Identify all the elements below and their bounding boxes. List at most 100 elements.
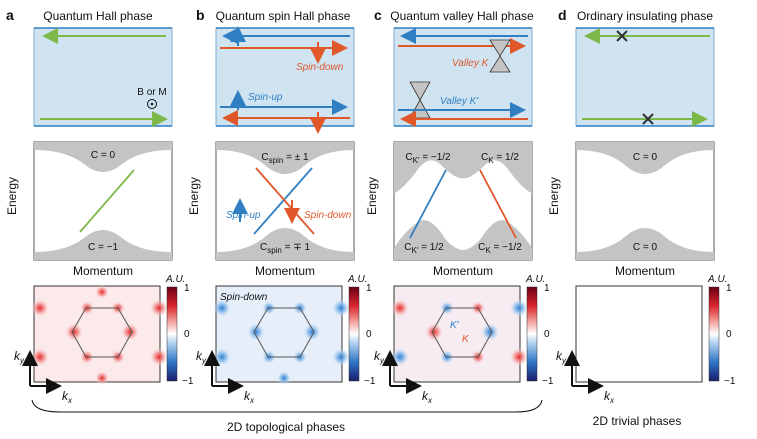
panel-a-letter: a: [6, 7, 14, 23]
map-kprime-label: K′: [450, 320, 460, 331]
panel-d-letter: d: [558, 7, 567, 23]
blocked-cross-icon: [616, 30, 628, 42]
svg-text:1: 1: [726, 283, 732, 294]
energy-axis-label: Energy: [547, 177, 561, 215]
svg-text:0: 0: [366, 329, 372, 340]
panel-d-edge-schematic: [575, 27, 715, 127]
spin-up-label: Spin-up: [248, 92, 283, 103]
svg-text:A.U.: A.U.: [347, 274, 367, 285]
valley-kprime-edge-state: [409, 169, 447, 239]
chern-bottom-label: C = 0: [633, 242, 658, 253]
svg-text:1: 1: [544, 283, 550, 294]
panel-a-edge-schematic: [33, 27, 173, 127]
k-axes-c: ky kx: [374, 349, 433, 405]
topological-phases-label: 2D topological phases: [227, 420, 345, 434]
colorbar-unit: A.U.: [165, 274, 185, 285]
svg-text:−1: −1: [364, 376, 376, 387]
ky-label: ky: [14, 349, 25, 365]
valence-band: [34, 230, 172, 260]
mid-spin-up-label: Spin-up: [226, 210, 261, 221]
trivial-phases-label: 2D trivial phases: [593, 414, 682, 428]
spin-up-edge-state: [253, 167, 313, 235]
panel-c: c Quantum valley Hall phase Valley K Val…: [365, 7, 554, 405]
panel-c-band-diagram: [393, 141, 533, 261]
momentum-axis-label: Momentum: [255, 264, 315, 278]
colorbar-max: 1: [184, 283, 190, 294]
blocked-cross-icon: [642, 113, 654, 125]
panel-a-band-diagram: [33, 141, 173, 261]
momentum-axis-label: Momentum: [615, 264, 675, 278]
k-axes-d: ky kx: [556, 349, 615, 405]
valley-k-label: Valley K: [452, 58, 490, 69]
valley-k-edge-state: [479, 169, 517, 239]
valence-band: [394, 220, 532, 260]
valley-kprime-label: Valley K′: [440, 96, 479, 107]
conduction-band: [394, 142, 532, 194]
brillouin-zone-hexagon: [71, 307, 133, 358]
spin-down-label: Spin-down: [296, 62, 344, 73]
svg-text:A.U.: A.U.: [525, 274, 545, 285]
panel-c-berry-map: K′ K: [391, 285, 528, 383]
kx-label: kx: [62, 389, 73, 405]
svg-text:0: 0: [544, 329, 550, 340]
panel-a: a Quantum Hall phase B or M C = 0 C = −1…: [5, 7, 194, 405]
panel-b-edge-schematic: [215, 27, 355, 127]
chern-k-top: CK = 1/2: [481, 152, 519, 165]
colorbar-a: A.U. 1 0 −1: [165, 274, 194, 387]
colorbar-c: A.U. 1 0 −1: [525, 274, 554, 387]
chiral-edge-state: [79, 169, 135, 233]
conduction-band: [34, 142, 172, 172]
energy-axis-label: Energy: [5, 177, 19, 215]
panel-b-berry-map: Spin-down: [213, 285, 350, 385]
spin-chern-bottom: Cspin = ∓ 1: [260, 242, 310, 255]
svg-text:ky: ky: [196, 349, 207, 365]
svg-text:ky: ky: [556, 349, 567, 365]
chern-k-bottom: CK = −1/2: [478, 242, 522, 255]
svg-text:kx: kx: [604, 389, 615, 405]
k-axes-a: ky kx: [14, 349, 73, 405]
svg-text:kx: kx: [422, 389, 433, 405]
svg-text:0: 0: [726, 329, 732, 340]
panel-a-title: Quantum Hall phase: [43, 9, 153, 23]
colorbar-d: A.U. 1 0 −1: [707, 274, 736, 387]
panel-c-title: Quantum valley Hall phase: [390, 9, 534, 23]
chern-top-label: C = 0: [633, 152, 658, 163]
chern-top-label: C = 0: [91, 150, 116, 161]
panel-b: b Quantum spin Hall phase Spin-down Spin…: [187, 7, 376, 405]
chern-kprime-top: CK′ = −1/2: [405, 152, 451, 165]
colorbar-min: −1: [182, 376, 194, 387]
map-k-label: K: [462, 334, 470, 345]
svg-text:−1: −1: [542, 376, 554, 387]
valley-k-cone-icon: [489, 39, 511, 73]
map-spin-down-label: Spin-down: [220, 292, 268, 303]
panel-b-band-diagram: [215, 141, 355, 261]
momentum-axis-label: Momentum: [433, 264, 493, 278]
svg-text:kx: kx: [244, 389, 255, 405]
panel-b-letter: b: [196, 7, 205, 23]
panel-d-title: Ordinary insulating phase: [577, 9, 713, 23]
panel-d-berry-map: [575, 285, 703, 383]
panel-c-letter: c: [374, 7, 382, 23]
b-or-m-label: B or M: [137, 87, 166, 98]
topological-brace: [31, 399, 543, 413]
energy-axis-label: Energy: [365, 177, 379, 215]
colorbar-b: A.U. 1 0 −1: [347, 274, 376, 387]
chern-kprime-bottom: CK′ = 1/2: [404, 242, 444, 255]
svg-text:−1: −1: [724, 376, 736, 387]
mid-spin-down-label: Spin-down: [304, 210, 352, 221]
spin-chern-top: Cspin = ± 1: [261, 152, 309, 165]
panel-d: d Ordinary insulating phase C = 0 C = 0 …: [547, 7, 736, 405]
panel-b-title: Quantum spin Hall phase: [216, 9, 351, 23]
svg-text:1: 1: [366, 283, 372, 294]
panel-a-berry-map: [31, 285, 168, 385]
spin-down-edge-state: [255, 167, 315, 235]
panel-d-band-diagram: [575, 141, 715, 261]
field-out-of-page-icon: [147, 99, 157, 109]
colorbar-mid: 0: [184, 329, 190, 340]
energy-axis-label: Energy: [187, 177, 201, 215]
svg-text:ky: ky: [374, 349, 385, 365]
momentum-axis-label: Momentum: [73, 264, 133, 278]
svg-text:A.U.: A.U.: [707, 274, 727, 285]
chern-bottom-label: C = −1: [88, 242, 118, 253]
